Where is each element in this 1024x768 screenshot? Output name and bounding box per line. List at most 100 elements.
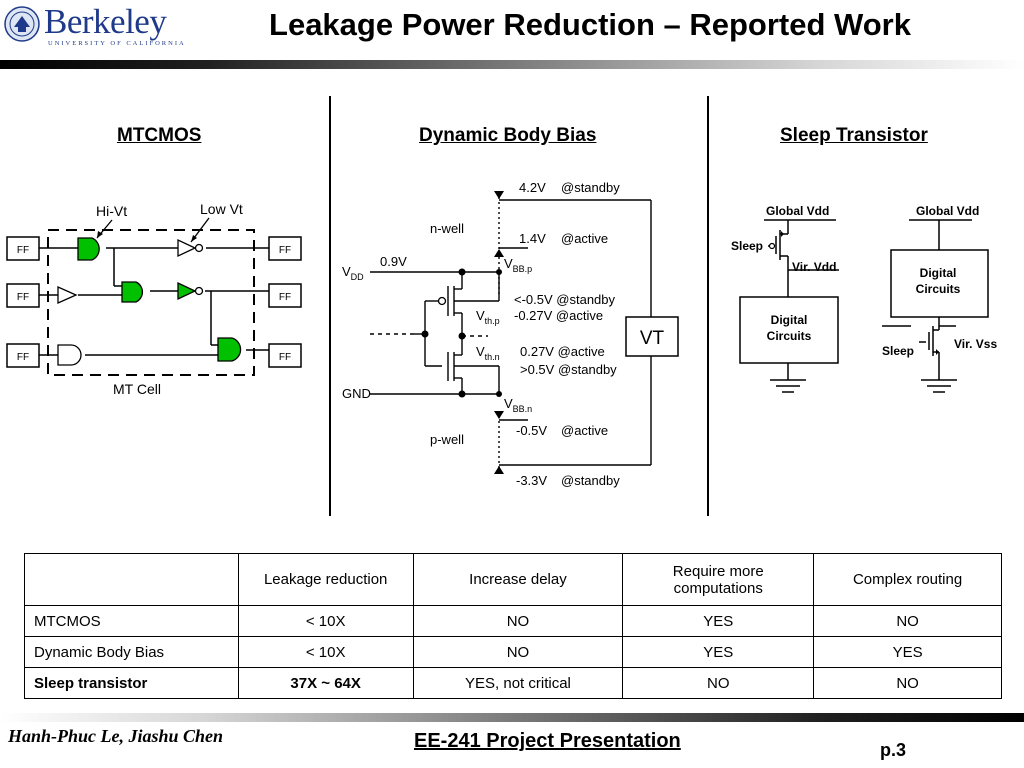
footer-authors: Hanh-Phuc Le, Jiashu Chen	[8, 726, 224, 746]
vt-control-box	[625, 316, 679, 357]
row-label: MTCMOS	[24, 605, 239, 637]
table-cell: YES	[622, 605, 815, 637]
flip-flop-right-3: FF	[268, 343, 302, 368]
table-header-cell: Leakage reduction	[237, 553, 414, 606]
node-dot	[496, 391, 502, 397]
svg-text:Circuits: Circuits	[916, 282, 961, 296]
table-cell: < 10X	[237, 605, 414, 637]
svg-text:Circuits: Circuits	[767, 329, 812, 343]
column-divider-left	[329, 96, 331, 516]
table-header-cell: Complex routing	[813, 553, 1002, 606]
sleep-transistor-diagram: Global Vdd Sleep Vir. Vdd Digital Circui…	[731, 204, 997, 393]
svg-text:p-well: p-well	[430, 432, 464, 447]
hi-vt-and-gate-2	[121, 281, 144, 303]
table-cell: 37X ~ 64X	[237, 667, 414, 699]
heading-sleep-transistor: Sleep Transistor	[780, 125, 928, 146]
table-cell: YES, not critical	[412, 667, 624, 699]
flip-flop-left-2: FF	[6, 283, 40, 308]
node-dot	[458, 390, 466, 398]
hi-vt-inverter	[177, 281, 204, 301]
svg-text:n-well: n-well	[430, 221, 464, 236]
svg-text:@active: @active	[561, 231, 608, 246]
university-seal-icon	[4, 6, 40, 42]
svg-text:Vth.n: Vth.n	[476, 344, 500, 362]
comparison-table: Leakage reduction Increase delay Require…	[24, 553, 1002, 699]
svg-text:1.4V: 1.4V	[519, 231, 546, 246]
table-cell: YES	[813, 636, 1002, 668]
table-cell: < 10X	[237, 636, 414, 668]
svg-text:@active: @active	[561, 423, 608, 438]
svg-text:@standby: @standby	[561, 180, 620, 195]
table-header-cell: Require more computations	[622, 553, 815, 606]
label-sleep-right: Sleep	[882, 344, 914, 358]
svg-text:-0.5V: -0.5V	[516, 423, 547, 438]
logo-subtitle: UNIVERSITY OF CALIFORNIA	[48, 40, 186, 47]
svg-text:FF: FF	[279, 245, 291, 256]
svg-text:<-0.5V @standby: <-0.5V @standby	[514, 292, 616, 307]
svg-text:0.27V @active: 0.27V @active	[520, 344, 605, 359]
footer-course-title: EE-241 Project Presentation	[414, 730, 681, 752]
hi-vt-and-gate-1	[77, 237, 100, 261]
svg-text:FF: FF	[17, 245, 29, 256]
flip-flop-left-3: FF	[6, 343, 40, 368]
svg-text:0.9V: 0.9V	[380, 254, 407, 269]
pmos-gate-bubble	[437, 296, 447, 306]
table-header-cell: Increase delay	[412, 553, 624, 606]
svg-text:Vth.p: Vth.p	[476, 308, 500, 326]
low-vt-inverter-1	[177, 238, 204, 258]
table-cell: NO	[622, 667, 815, 699]
mtcmos-diagram: FF FF FF FF FF FF Hi-Vt Low Vt MT Cell	[6, 201, 302, 397]
node-dot	[458, 332, 466, 340]
table-row-highlight: Sleep transistor 37X ~ 64X YES, not crit…	[24, 667, 1002, 699]
table-header-cell	[24, 553, 239, 606]
flip-flop-right-2: FF	[268, 283, 302, 308]
page-number: p.3	[880, 740, 907, 760]
svg-text:>0.5V @standby: >0.5V @standby	[520, 362, 617, 377]
column-divider-right	[707, 96, 709, 516]
svg-text:-0.27V @active: -0.27V @active	[514, 308, 603, 323]
svg-text:VDD: VDD	[342, 264, 364, 282]
vt-box-label: VT	[640, 328, 665, 349]
svg-text:4.2V: 4.2V	[519, 180, 546, 195]
svg-text:FF: FF	[279, 292, 291, 303]
slide-title: Leakage Power Reduction – Reported Work	[269, 7, 911, 42]
row-label: Sleep transistor	[24, 667, 239, 699]
flip-flop-left-1: FF	[6, 236, 40, 261]
logo-wordmark: Berkeley	[44, 2, 167, 41]
svg-text:FF: FF	[279, 352, 291, 363]
table-cell: YES	[622, 636, 815, 668]
label-global-vdd-left: Global Vdd	[766, 204, 829, 218]
label-mt-cell: MT Cell	[113, 381, 161, 397]
node-dot	[458, 268, 466, 276]
dynamic-body-bias-diagram: VT 4.2V @standby n-well 1.4V @active VDD…	[342, 180, 679, 488]
footer-divider	[0, 713, 1024, 722]
svg-text:FF: FF	[17, 352, 29, 363]
table-cell: NO	[412, 605, 624, 637]
buffer-inverter	[57, 285, 78, 305]
header-divider	[0, 60, 1024, 69]
table-row: MTCMOS < 10X NO YES NO	[24, 605, 1002, 637]
svg-text:VBB.n: VBB.n	[504, 396, 532, 414]
svg-text:GND: GND	[342, 386, 371, 401]
label-vir-vss: Vir. Vss	[954, 337, 997, 351]
svg-text:VBB.p: VBB.p	[504, 256, 532, 274]
heading-dynamic-body-bias: Dynamic Body Bias	[419, 125, 597, 146]
hi-vt-and-gate-3	[217, 337, 242, 362]
heading-mtcmos: MTCMOS	[117, 125, 202, 146]
svg-text:Digital: Digital	[920, 266, 957, 280]
low-vt-and-gate	[57, 344, 82, 366]
svg-text:Digital: Digital	[771, 313, 808, 327]
mt-cell-boundary	[47, 229, 255, 376]
row-label: Dynamic Body Bias	[24, 636, 239, 668]
table-row: Dynamic Body Bias < 10X NO YES YES	[24, 636, 1002, 668]
berkeley-logo: Berkeley UNIVERSITY OF CALIFORNIA	[4, 2, 184, 50]
svg-text:FF: FF	[17, 292, 29, 303]
label-global-vdd-right: Global Vdd	[916, 204, 979, 218]
table-cell: NO	[412, 636, 624, 668]
label-sleep-left: Sleep	[731, 239, 763, 253]
svg-text:-3.3V: -3.3V	[516, 473, 547, 488]
node-dot	[421, 330, 429, 338]
label-low-vt: Low Vt	[200, 201, 243, 217]
table-cell: NO	[813, 605, 1002, 637]
table-cell: NO	[813, 667, 1002, 699]
